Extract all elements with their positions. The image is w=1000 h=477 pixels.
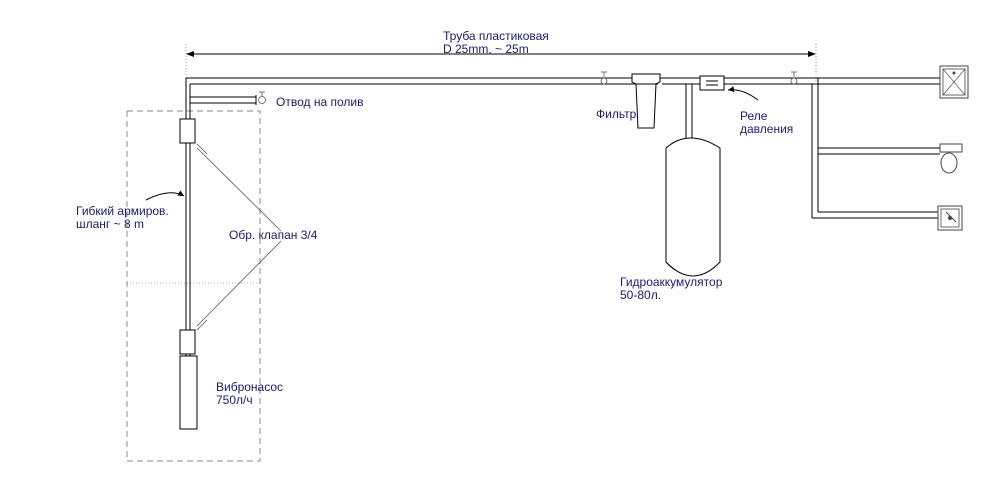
distribution-pipes [811, 77, 940, 219]
vibration-pump [179, 355, 198, 430]
pump-label-line2: 750л/ч [216, 393, 253, 407]
pipe-label: Труба пластиковая D 25mm, ~ 25m [443, 30, 549, 56]
accumulator-label-line2: 50-80л. [620, 288, 662, 302]
pressure-relay [699, 75, 725, 91]
relay-label-line1: Реле [740, 109, 768, 123]
toilet-icon [937, 205, 963, 231]
hose-label: Гибкий армиров. шланг ~ 8 m [76, 205, 169, 231]
garden-tap-branch [190, 95, 257, 105]
pipe-label-line1: Труба пластиковая [443, 29, 549, 43]
relay-pointer-arrow [727, 86, 759, 101]
accumulator-label-line1: Гидроаккумулятор [620, 275, 723, 289]
washbasin-icon [939, 143, 963, 174]
filter [631, 73, 661, 129]
tap-branch-label: Отвод на полив [276, 95, 364, 109]
hose-label-line1: Гибкий армиров. [76, 204, 169, 218]
accumulator-label: Гидроаккумулятор 50-80л. [620, 276, 722, 302]
relay-label: Реле давления [740, 110, 793, 136]
tap-icon-main-1 [600, 71, 608, 85]
pipe-dimension-line [185, 44, 817, 82]
pump-label: Вибронасос 750л/ч [216, 381, 283, 407]
filter-label: Фильтр [596, 107, 637, 121]
check-valve-label: Обр. клапан 3/4 [229, 228, 318, 242]
check-valve-bottom [179, 329, 196, 355]
flexible-hose [185, 78, 191, 330]
check-valve-top [179, 118, 196, 144]
well-outline [126, 110, 261, 462]
check-valve-leaders [196, 143, 282, 331]
sink-icon [939, 65, 969, 99]
relay-label-line2: давления [740, 122, 794, 136]
hose-pointer-arrow [145, 190, 185, 201]
pipe-label-line2: D 25mm, ~ 25m [443, 42, 529, 56]
hose-label-line2: шланг ~ 8 m [76, 217, 144, 231]
pump-label-line1: Вибронасос [216, 380, 284, 394]
accumulator-riser [685, 84, 693, 139]
tap-icon [258, 91, 266, 104]
tap-icon-main-2 [790, 71, 798, 85]
